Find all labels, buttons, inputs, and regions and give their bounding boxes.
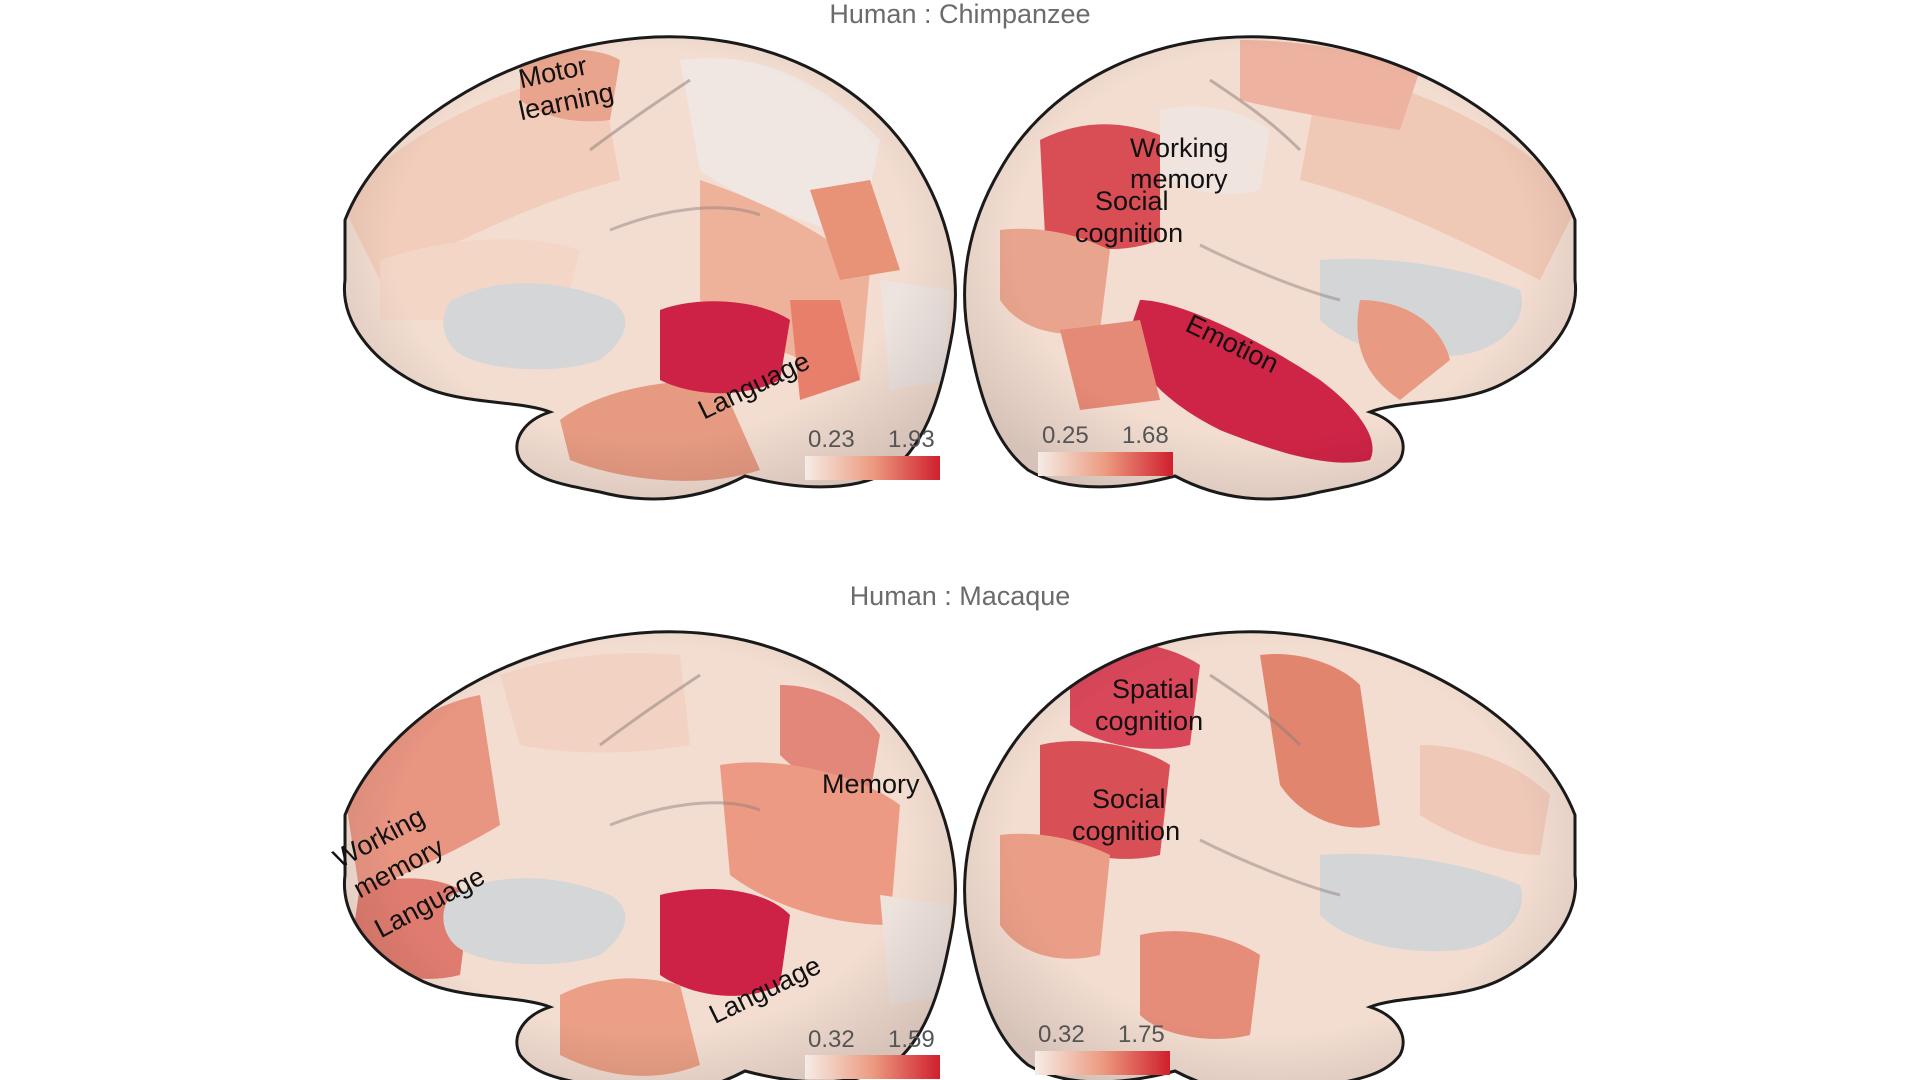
label-social: Social xyxy=(1092,784,1166,814)
scale-bar xyxy=(1035,1051,1170,1075)
scale-bar xyxy=(805,456,940,480)
color-scale-bottom-left: 0.32 1.59 xyxy=(805,1026,940,1079)
scale-max: 1.93 xyxy=(888,426,935,453)
scale-min: 0.32 xyxy=(1038,1021,1085,1048)
scale-min: 0.25 xyxy=(1042,422,1089,449)
label-spatial: Spatial xyxy=(1112,674,1195,704)
scale-bar xyxy=(805,1055,940,1079)
scale-max: 1.75 xyxy=(1118,1021,1165,1048)
label-cognition: cognition xyxy=(1072,816,1180,846)
scale-max: 1.59 xyxy=(888,1026,935,1053)
brain-bottom-left xyxy=(342,630,957,1080)
brain-top-left xyxy=(342,35,957,501)
label-memory-temporal: Memory xyxy=(822,769,920,799)
brain-top-right xyxy=(963,35,1578,501)
scale-bar xyxy=(1038,452,1173,476)
brain-bottom-right xyxy=(963,630,1578,1080)
labels-bottom-right: Spatial cognition Social cognition xyxy=(1072,674,1203,846)
label-cognition: cognition xyxy=(1075,218,1183,248)
panel-title-human-macaque: Human : Macaque xyxy=(849,581,1071,611)
color-scale-bottom-right: 0.32 1.75 xyxy=(1035,1021,1170,1075)
label-memory: memory xyxy=(1130,164,1228,194)
color-scale-top-right: 0.25 1.68 xyxy=(1038,422,1173,476)
label-cognition: cognition xyxy=(1095,706,1203,736)
scale-max: 1.68 xyxy=(1122,422,1169,449)
panel-title-human-chimpanzee: Human : Chimpanzee xyxy=(829,0,1091,29)
scale-min: 0.23 xyxy=(808,426,855,453)
color-scale-top-left: 0.23 1.93 xyxy=(805,426,940,480)
label-social: Social xyxy=(1095,186,1169,216)
label-working: Working xyxy=(1130,133,1229,163)
scale-min: 0.32 xyxy=(808,1026,855,1053)
